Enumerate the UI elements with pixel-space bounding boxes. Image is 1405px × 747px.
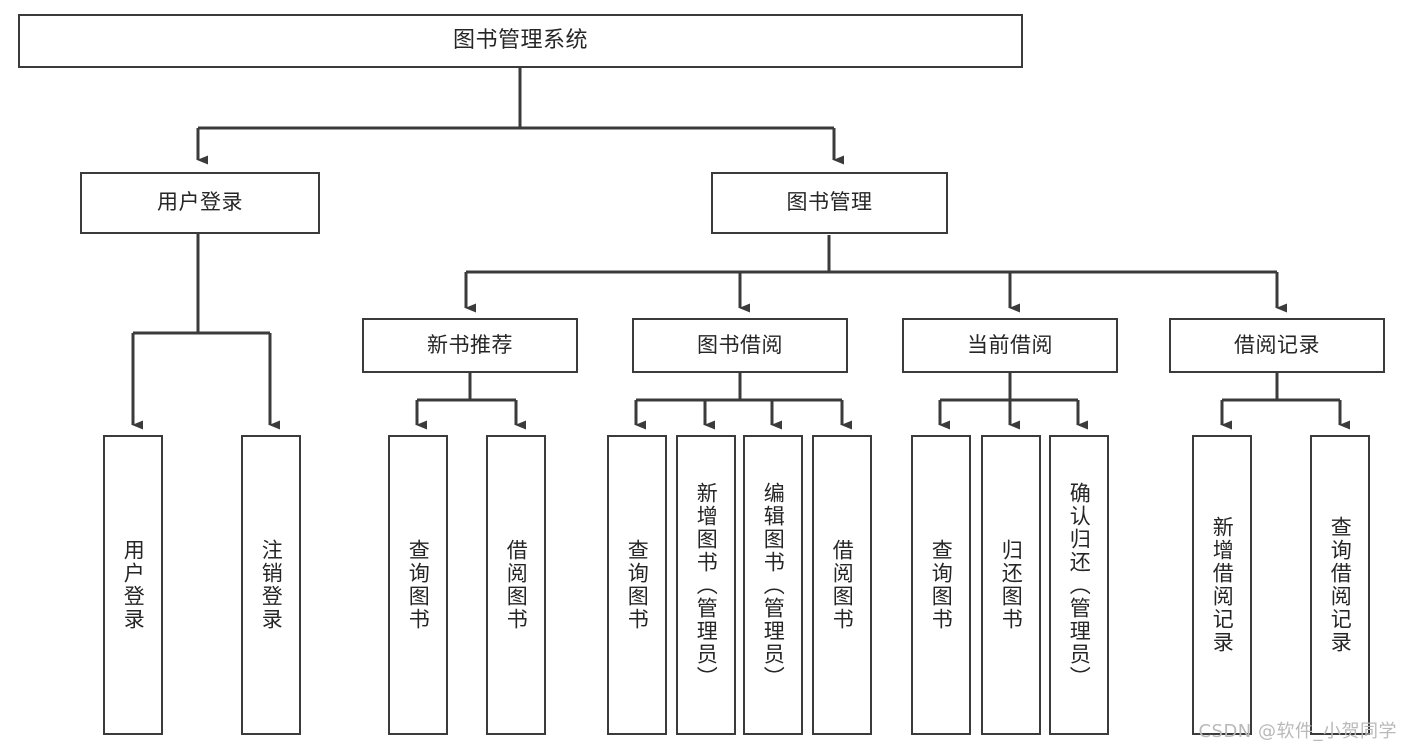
- node-book-borrow[interactable]: 图书借阅: [632, 318, 848, 373]
- leaf-logout[interactable]: 注销登录: [241, 435, 301, 735]
- node-user-login[interactable]: 用户登录: [80, 172, 320, 234]
- leaf-query-borrow-record[interactable]: 查询借阅记录: [1310, 435, 1370, 735]
- node-root-system[interactable]: 图书管理系统: [18, 14, 1023, 68]
- csdn-watermark: CSDN @软件_小贺同学: [1198, 721, 1397, 742]
- leaf-edit-book-admin[interactable]: 编辑图书（管理员）: [743, 435, 803, 735]
- leaf-borrow-book[interactable]: 借阅图书: [812, 435, 872, 735]
- leaf-query-book-recommend[interactable]: 查询图书: [388, 435, 448, 735]
- leaf-confirm-return-admin[interactable]: 确认归还（管理员）: [1049, 435, 1109, 735]
- leaf-query-book-borrow[interactable]: 查询图书: [607, 435, 667, 735]
- leaf-borrow-book-recommend[interactable]: 借阅图书: [486, 435, 546, 735]
- leaf-add-book-admin[interactable]: 新增图书（管理员）: [676, 435, 736, 735]
- leaf-return-book[interactable]: 归还图书: [981, 435, 1041, 735]
- node-book-management[interactable]: 图书管理: [711, 172, 948, 234]
- node-new-book-recommend[interactable]: 新书推荐: [362, 318, 578, 373]
- leaf-query-book-current[interactable]: 查询图书: [911, 435, 971, 735]
- leaf-add-borrow-record[interactable]: 新增借阅记录: [1192, 435, 1252, 735]
- node-borrow-record[interactable]: 借阅记录: [1169, 318, 1385, 373]
- node-current-borrow[interactable]: 当前借阅: [902, 318, 1118, 373]
- leaf-user-login[interactable]: 用户登录: [103, 435, 163, 735]
